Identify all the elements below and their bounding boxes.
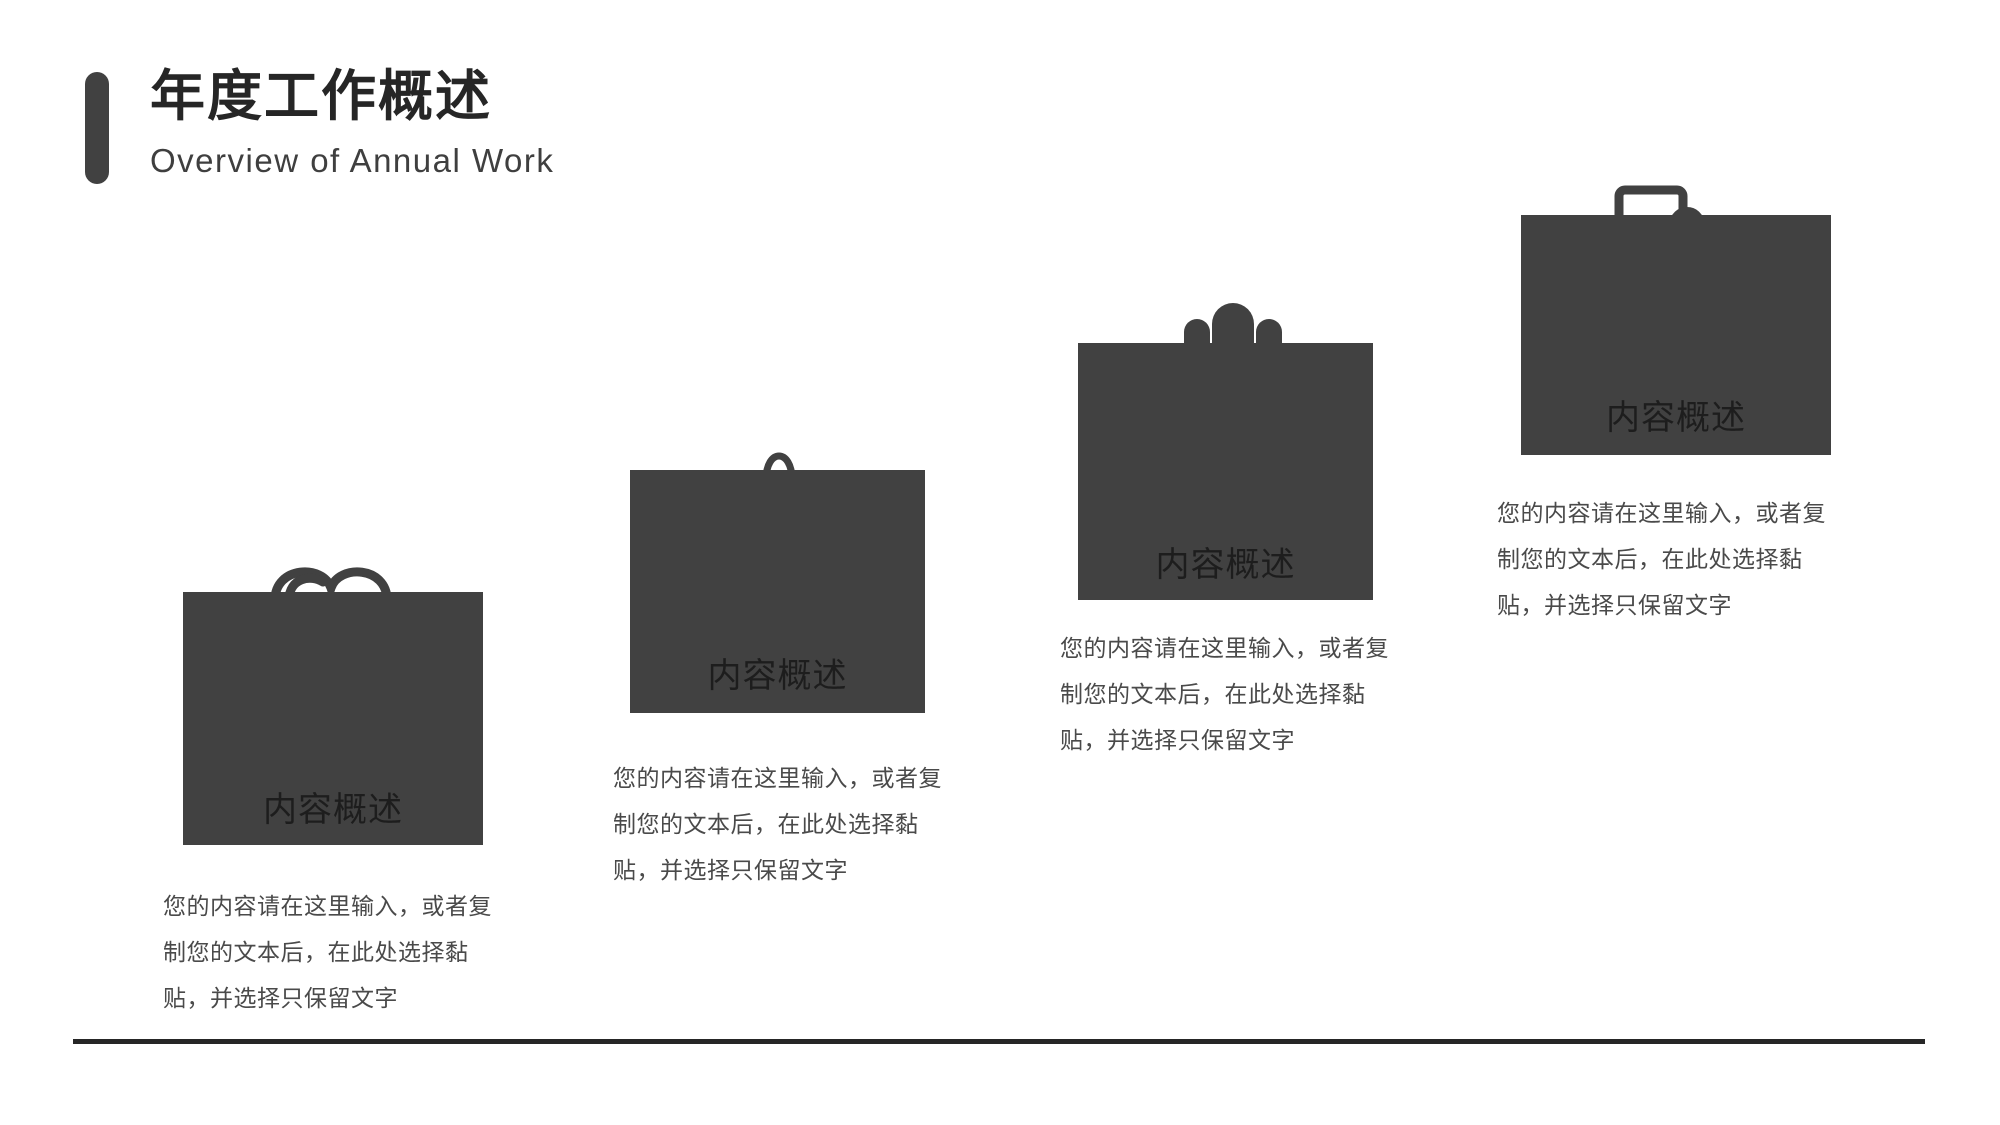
bag-card-3[interactable]: 内容概述 您的内容请在这里输入，或者复制您的文本后，在此处选择黏贴，并选择只保留… (1060, 300, 1389, 753)
page-subtitle: Overview of Annual Work (150, 142, 555, 179)
bag-card-2[interactable]: 内容概述 您的内容请在这里输入，或者复制您的文本后，在此处选择黏贴，并选择只保留… (613, 440, 942, 883)
bag-body-1 (183, 592, 483, 845)
slide-header: 年度工作概述 Overview of Annual Work (85, 60, 985, 190)
bag-card-1[interactable]: 内容概述 您的内容请在这里输入，或者复制您的文本后，在此处选择黏贴，并选择只保留… (163, 560, 492, 1011)
title-block: 年度工作概述 Overview of Annual Work (150, 60, 554, 184)
bag-body-4 (1521, 215, 1831, 455)
bag-caption-4: 内容概述 (1606, 399, 1746, 437)
bag-graphic-3: 内容概述 (1078, 300, 1373, 600)
bag-caption-1: 内容概述 (263, 791, 403, 829)
footer-divider (73, 1039, 1925, 1044)
bag-caption-3: 内容概述 (1155, 546, 1296, 584)
bag-body-2 (630, 470, 925, 713)
triple-bump-handle-icon (1184, 303, 1282, 345)
bag-graphic-2: 内容概述 (630, 440, 925, 730)
bag-body-3 (1078, 343, 1373, 600)
bag-graphic-1: 内容概述 (183, 560, 483, 845)
bag-caption-2: 内容概述 (707, 657, 848, 695)
bag-description-1: 您的内容请在这里输入，或者复制您的文本后，在此处选择黏贴，并选择只保留文字 (163, 893, 492, 1011)
bag-description-2: 您的内容请在这里输入，或者复制您的文本后，在此处选择黏贴，并选择只保留文字 (613, 765, 942, 883)
bag-description-3: 您的内容请在这里输入，或者复制您的文本后，在此处选择黏贴，并选择只保留文字 (1060, 635, 1389, 753)
page-title: 年度工作概述 (150, 65, 493, 127)
bag-card-4[interactable]: 内容概述 您的内容请在这里输入，或者复制您的文本后，在此处选择黏贴，并选择只保留… (1497, 180, 1831, 618)
bag-description-4: 您的内容请在这里输入，或者复制您的文本后，在此处选择黏贴，并选择只保留文字 (1497, 500, 1826, 618)
title-accent-bar (85, 72, 109, 184)
bag-graphic-4: 内容概述 (1521, 180, 1831, 460)
